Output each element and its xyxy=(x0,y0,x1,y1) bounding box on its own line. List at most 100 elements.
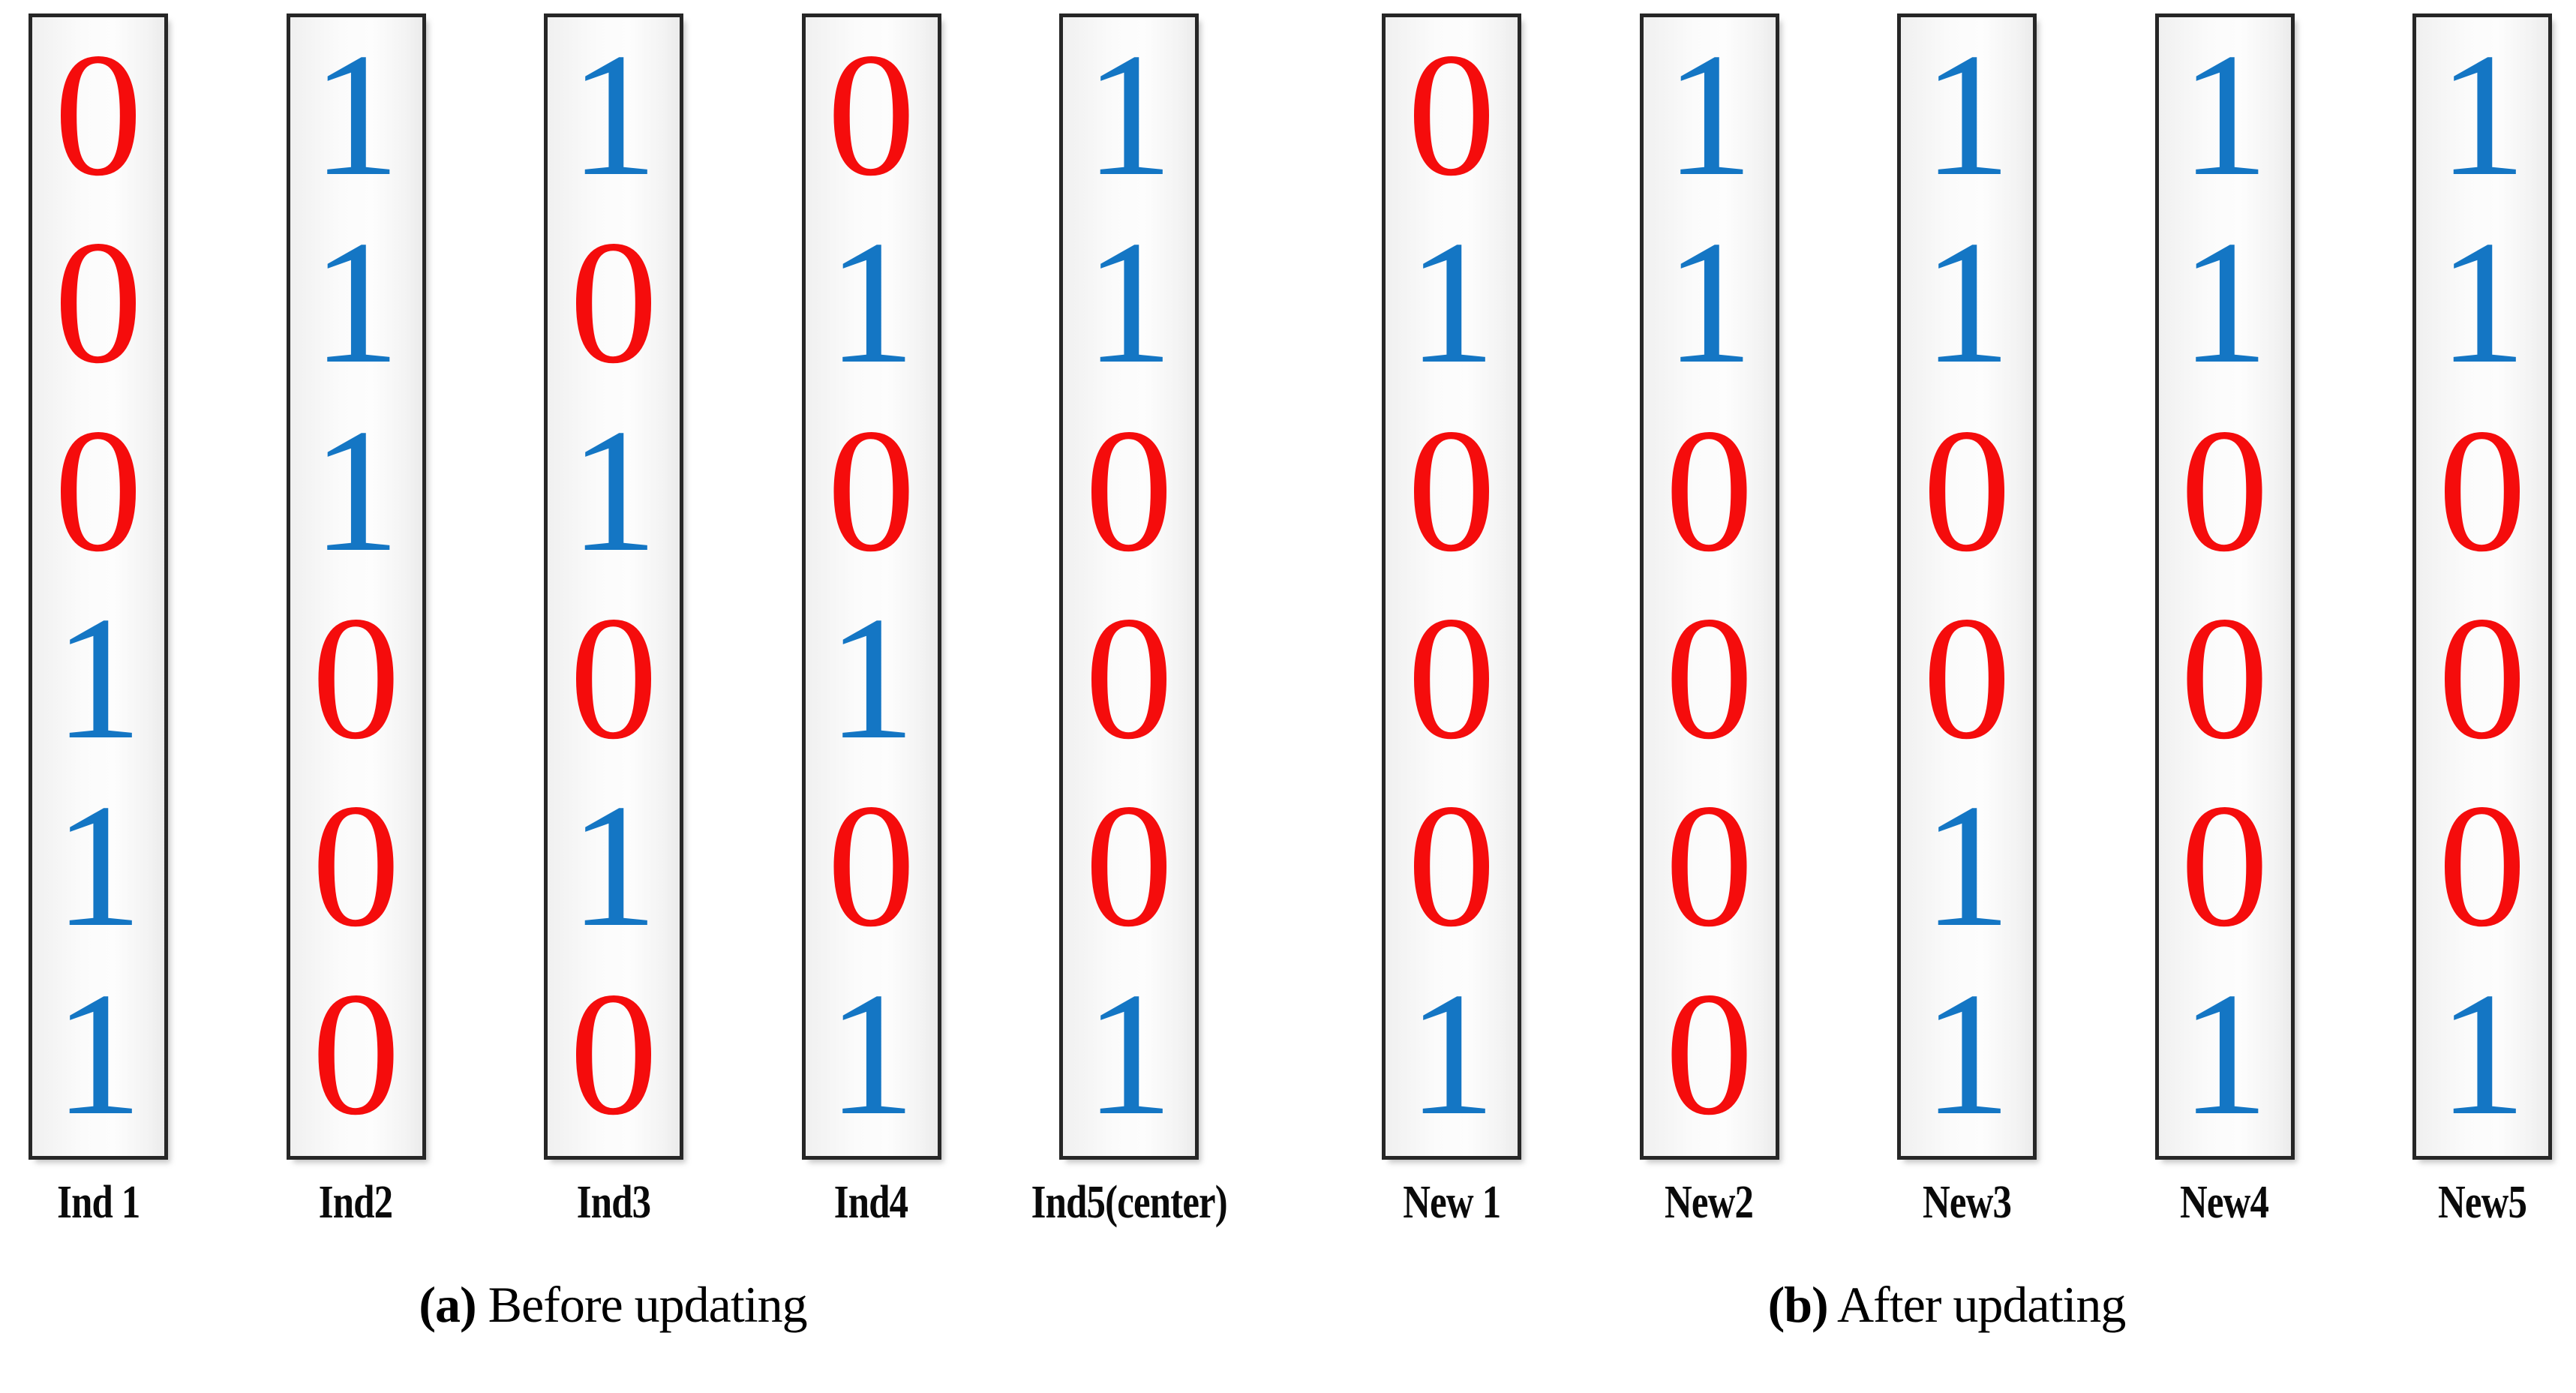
gene-cell: 1 xyxy=(1665,17,1754,214)
gene-cell: 1 xyxy=(311,17,401,214)
gene-cell: 0 xyxy=(569,205,658,401)
gene-cell: 1 xyxy=(1407,956,1496,1152)
panel-caption-b: (b) After updating xyxy=(1326,1275,2567,1334)
chromosome-label: Ind5(center) xyxy=(1031,1177,1227,1228)
gene-cell: 0 xyxy=(1407,768,1496,965)
gene-cell: 0 xyxy=(1407,392,1496,589)
gene-cell: 1 xyxy=(1923,768,2011,965)
gene-cell: 1 xyxy=(54,956,143,1152)
gene-cell: 1 xyxy=(2438,956,2526,1152)
chromosome-label: Ind2 xyxy=(319,1177,393,1228)
gene-cell: 1 xyxy=(1923,205,2011,401)
gene-cell: 0 xyxy=(1923,581,2011,777)
gene-cell: 1 xyxy=(2180,956,2269,1152)
gene-cell: 0 xyxy=(569,956,658,1152)
gene-cell: 1 xyxy=(1923,956,2011,1152)
chromosome-label: Ind 1 xyxy=(56,1177,140,1228)
gene-cell: 1 xyxy=(1923,17,2011,214)
gene-cell: 0 xyxy=(54,205,143,401)
gene-cell: 0 xyxy=(2180,581,2269,777)
gene-cell: 0 xyxy=(1085,392,1173,589)
gene-cell: 1 xyxy=(2180,205,2269,401)
gene-cell: 1 xyxy=(827,581,916,777)
gene-cell: 0 xyxy=(54,17,143,214)
gene-cell: 0 xyxy=(311,768,401,965)
gene-cell: 1 xyxy=(1407,205,1496,401)
gene-cell: 0 xyxy=(311,581,401,777)
gene-cell: 0 xyxy=(1923,392,2011,589)
chromosome-label: Ind4 xyxy=(834,1177,908,1228)
gene-cell: 0 xyxy=(1665,768,1754,965)
gene-cell: 0 xyxy=(1665,392,1754,589)
chromosome-label: New2 xyxy=(1665,1177,1754,1228)
panel-caption-letter-b: (b) xyxy=(1767,1276,1829,1333)
panel-caption-text-b: After updating xyxy=(1827,1276,2126,1333)
gene-cell: 1 xyxy=(54,581,143,777)
gene-cell: 1 xyxy=(1085,205,1173,401)
chromosome-label: New4 xyxy=(2180,1177,2269,1228)
gene-cell: 1 xyxy=(311,205,401,401)
gene-cell: 1 xyxy=(1085,17,1173,214)
gene-cell: 1 xyxy=(1665,205,1754,401)
panel-caption-a: (a) Before updating xyxy=(0,1275,1247,1334)
gene-cell: 0 xyxy=(827,17,916,214)
gene-cell: 1 xyxy=(2438,205,2526,401)
gene-cell: 0 xyxy=(2438,768,2526,965)
gene-cell: 1 xyxy=(2180,17,2269,214)
gene-cell: 0 xyxy=(1665,581,1754,777)
gene-cell: 1 xyxy=(827,205,916,401)
gene-cell: 1 xyxy=(569,392,658,589)
gene-cell: 1 xyxy=(569,17,658,214)
gene-cell: 0 xyxy=(1085,768,1173,965)
gene-cell: 1 xyxy=(54,768,143,965)
gene-cell: 0 xyxy=(54,392,143,589)
gene-cell: 1 xyxy=(569,768,658,965)
gene-cell: 0 xyxy=(569,581,658,777)
chromosome-label: New3 xyxy=(1922,1177,2012,1228)
gene-cell: 0 xyxy=(2438,392,2526,589)
chromosome-label: New5 xyxy=(2437,1177,2527,1228)
gene-cell: 1 xyxy=(2438,17,2526,214)
gene-cell: 0 xyxy=(2180,392,2269,589)
chromosome-label: Ind3 xyxy=(576,1177,651,1228)
gene-cell: 0 xyxy=(1665,956,1754,1152)
gene-cell: 0 xyxy=(1085,581,1173,777)
gene-cell: 1 xyxy=(827,956,916,1152)
panel-caption-letter-a: (a) xyxy=(419,1276,476,1333)
chromosome-label: New 1 xyxy=(1402,1177,1501,1228)
panel-caption-text-a: Before updating xyxy=(476,1276,808,1333)
gene-cell: 0 xyxy=(2180,768,2269,965)
gene-cell: 0 xyxy=(2438,581,2526,777)
gene-cell: 0 xyxy=(827,392,916,589)
gene-cell: 1 xyxy=(311,392,401,589)
gene-cell: 0 xyxy=(1407,581,1496,777)
gene-cell: 0 xyxy=(311,956,401,1152)
gene-cell: 0 xyxy=(827,768,916,965)
gene-cell: 1 xyxy=(1085,956,1173,1152)
gene-cell: 0 xyxy=(1407,17,1496,214)
